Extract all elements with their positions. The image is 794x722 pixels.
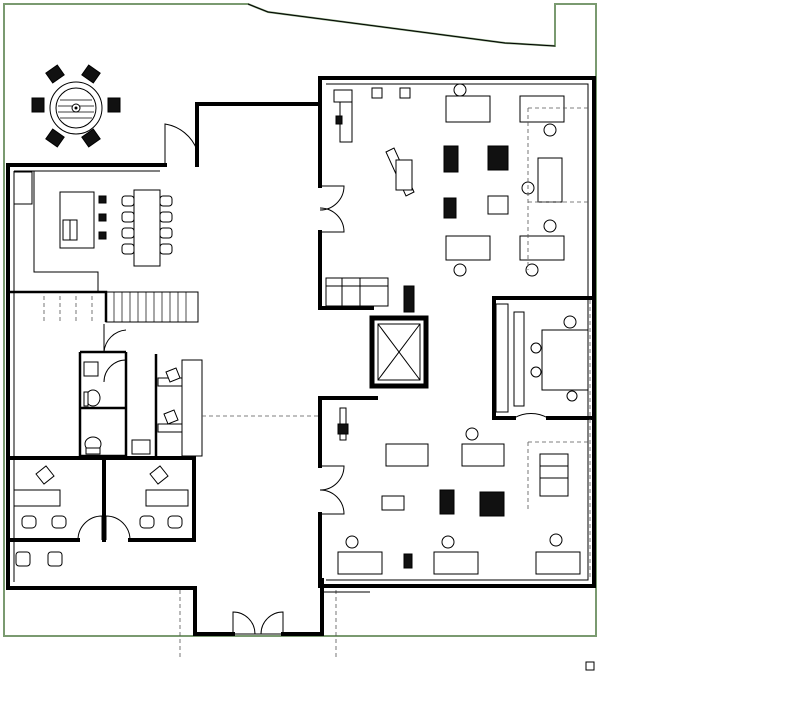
entrance-doors xyxy=(179,590,370,660)
restrooms xyxy=(78,324,151,458)
edge-marks xyxy=(585,300,595,671)
kitchen xyxy=(13,171,173,292)
stair xyxy=(8,290,199,323)
studio-doors xyxy=(319,185,345,515)
elevator xyxy=(369,315,429,389)
reception xyxy=(154,354,320,457)
patio-door xyxy=(164,123,199,165)
lower-studio xyxy=(337,407,590,575)
patio-table xyxy=(31,64,121,148)
conference-room xyxy=(492,296,596,420)
exterior-walls xyxy=(6,76,596,636)
private-offices xyxy=(6,456,196,567)
upper-studio xyxy=(325,83,590,313)
